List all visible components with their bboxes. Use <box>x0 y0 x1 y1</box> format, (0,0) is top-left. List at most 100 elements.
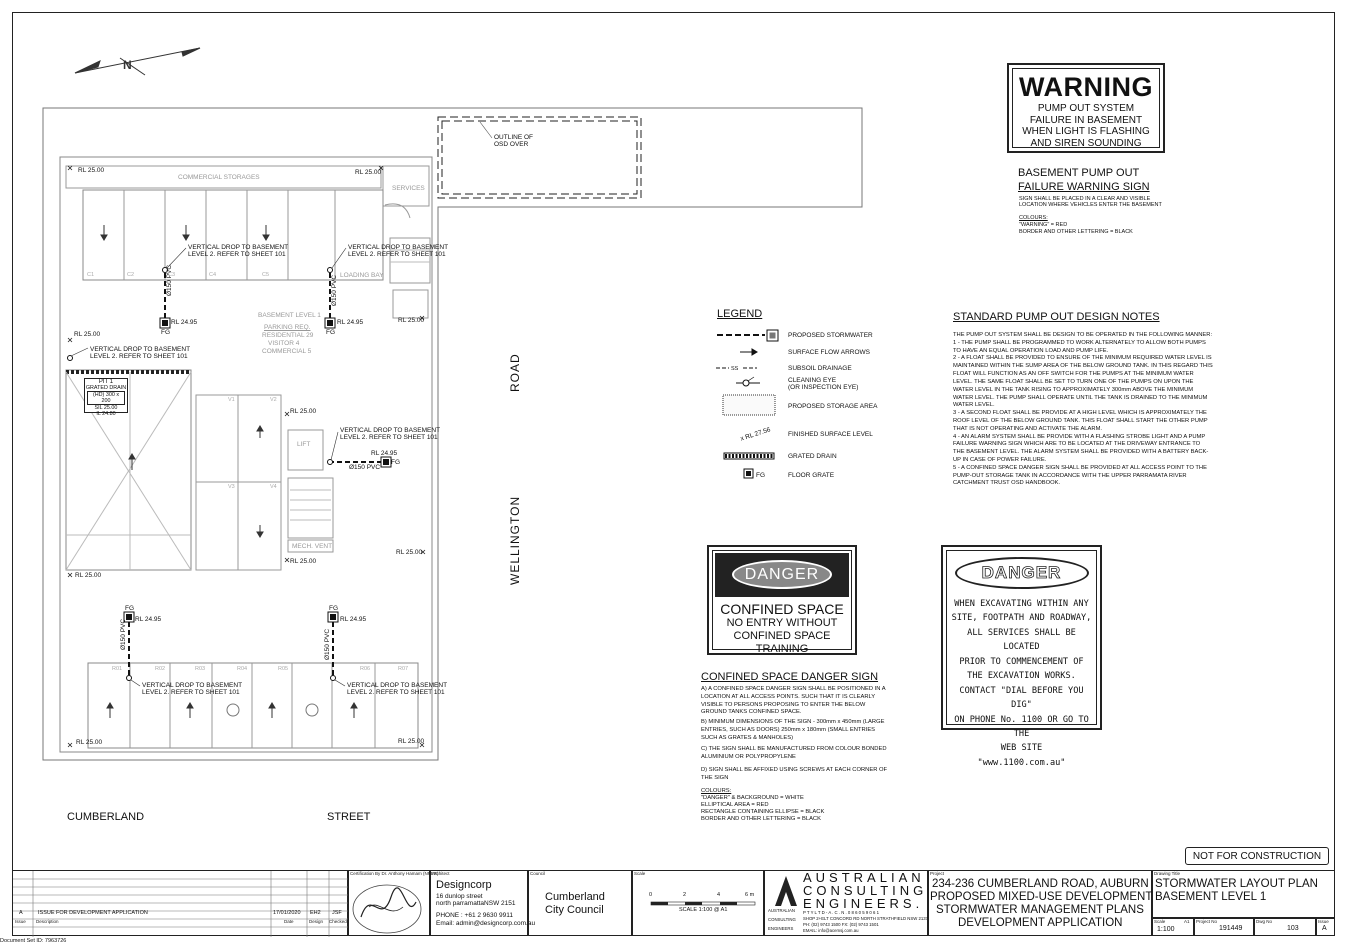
vertical-drop-note: VERTICAL DROP TO BASEMENT <box>142 682 243 689</box>
council-name: City Council <box>545 904 604 916</box>
legend-item: PROPOSED STORMWATER <box>788 332 873 339</box>
ace-side-label: AUSTRALIAN <box>768 908 795 913</box>
architect-address: 16 dunlop street <box>436 893 483 900</box>
danger-oval: DANGER <box>954 557 1089 589</box>
bay-label: R07 <box>398 666 409 672</box>
bay-label: V2 <box>270 397 277 403</box>
warning-colour: BORDER AND OTHER LETTERING = BLACK <box>1019 229 1133 235</box>
scale-value-cell <box>1152 918 1194 936</box>
vertical-drop-note: LEVEL 2. REFER TO SHEET 101 <box>347 689 445 696</box>
bay-label: R05 <box>278 666 289 672</box>
bay-label: C3 <box>168 272 176 278</box>
confined-colour: ELLIPTICAL AREA = RED <box>701 802 769 808</box>
rl-label: RL 25.00 <box>290 558 317 565</box>
rl-label: RL 25.00 <box>398 738 425 745</box>
confined-colour: BORDER AND OTHER LETTERING = BLACK <box>701 816 821 822</box>
lift-label: LIFT <box>297 441 311 448</box>
dwg-no-label: Dwg No <box>1256 919 1273 924</box>
issue-value: A <box>1322 925 1327 932</box>
fg-label: FG <box>391 459 401 466</box>
legend-item: GRATED DRAIN <box>788 453 837 460</box>
legend-ss-label: SS <box>731 366 739 372</box>
confined-title: CONFINED SPACE <box>720 601 844 617</box>
consultant-cell <box>764 870 928 936</box>
architect-label: Architect <box>432 871 450 876</box>
dig-line: THE EXCAVATION WORKS. <box>967 671 1076 682</box>
scale-bar-label: SCALE 1:100 @ A1 <box>679 907 728 913</box>
certification-cell <box>348 870 430 936</box>
project-no-cell <box>1194 918 1254 936</box>
svg-text:N: N <box>123 58 132 72</box>
dig-line: WHEN EXCAVATING WITHIN ANY <box>954 599 1089 609</box>
architect-name: Designcorp <box>436 879 492 891</box>
pipe-label: Ø150 PVC <box>331 274 338 306</box>
rl-label: RL 25.00 <box>290 408 317 415</box>
dial-before-you-dig-sign: DANGER WHEN EXCAVATING WITHIN ANY SITE, … <box>941 545 1102 768</box>
street-label: STREET <box>327 811 371 823</box>
fg-label: FG <box>161 329 171 336</box>
commercial-storage-label: COMMERCIAL STORAGES <box>178 174 260 181</box>
drawing-title-cell <box>1152 870 1335 918</box>
wellington-label: WELLINGTON <box>508 495 522 585</box>
bay-label: V4 <box>270 484 277 490</box>
legend-item: CLEANING EYE <box>788 377 837 384</box>
legend-symbols <box>716 329 779 479</box>
vertical-drop-note: LEVEL 2. REFER TO SHEET 101 <box>142 689 240 696</box>
project-cell <box>928 870 1152 936</box>
ace-phone: PH: (02) 9743 1500 FX: (02) 9743 1501 <box>803 922 879 927</box>
confined-note-c: C) THE SIGN SHALL BE MANUFACTURED FROM C… <box>701 746 887 760</box>
parking-commercial: COMMERCIAL 5 <box>262 348 312 355</box>
rl-label: RL 25.00 <box>75 572 102 579</box>
vertical-drop-note: LEVEL 2. REFER TO SHEET 101 <box>90 353 188 360</box>
confined-note-b: B) MINIMUM DIMENSIONS OF THE SIGN - 300m… <box>701 719 885 741</box>
scale-cell <box>632 870 764 936</box>
pipe-label: Ø150 PVC <box>349 464 381 471</box>
project-no: 191449 <box>1219 925 1243 932</box>
vertical-drop-note: LEVEL 2. REFER TO SHEET 101 <box>348 251 446 258</box>
council-cell <box>528 870 632 936</box>
bay-label: R06 <box>360 666 371 672</box>
pit-1-size: (HD) 300 x 200 <box>87 391 125 405</box>
project-description: STORMWATER MANAGEMENT PLANS <box>936 904 1144 916</box>
bay-label: R04 <box>237 666 248 672</box>
services-label: SERVICES <box>392 185 425 192</box>
pit-1-il: IL 24.80 <box>96 411 116 417</box>
pump-notes-heading: STANDARD PUMP OUT DESIGN NOTES <box>953 311 1160 323</box>
vertical-drop-note: VERTICAL DROP TO BASEMENT <box>90 346 191 353</box>
basement-level-label: BASEMENT LEVEL 1 <box>258 312 321 319</box>
vertical-drop-note: LEVEL 2. REFER TO SHEET 101 <box>188 251 286 258</box>
scale-bar-icon <box>650 901 756 906</box>
hdr-design: Design <box>309 919 324 924</box>
rl-label: RL 25.00 <box>355 169 382 176</box>
fg-label: FG <box>125 605 135 612</box>
dig-line: ALL SERVICES SHALL BE LOCATED <box>967 627 1076 653</box>
warning-heading: FAILURE WARNING SIGN <box>1018 181 1150 193</box>
parking-residential: RESIDENTIAL 29 <box>262 332 314 339</box>
fg-label: FG <box>329 605 339 612</box>
dwg-no: 103 <box>1287 925 1299 932</box>
vertical-drop-note: VERTICAL DROP TO BASEMENT <box>188 244 289 251</box>
ace-side-label: CONSULTING <box>768 917 796 922</box>
bay-label: C2 <box>127 272 135 278</box>
drawing-title-label: Drawing Title <box>1154 871 1181 876</box>
legend-item: FINISHED SURFACE LEVEL <box>788 431 873 438</box>
architect-phone: PHONE : +61 2 9630 9911 <box>436 912 514 919</box>
legend-title: LEGEND <box>717 308 763 320</box>
confined-colour: RECTANGLE CONTAINING ELLIPSE = BLACK <box>701 809 825 815</box>
vertical-drop-note: VERTICAL DROP TO BASEMENT <box>340 427 441 434</box>
ace-address: SHOP 2+ELT CONCORD RD NORTH STRATHFIELD … <box>803 916 929 921</box>
ace-name: CONSULTING <box>803 883 928 898</box>
danger-header: DANGER <box>715 553 849 597</box>
rl-pit-label: RL 24.95 <box>337 319 364 326</box>
vertical-drop-note: VERTICAL DROP TO BASEMENT <box>348 244 449 251</box>
architect-email: Email: admin@designcorp.com.au <box>436 920 536 927</box>
rev-design: EH2 <box>310 910 321 916</box>
ace-name: ENGINEERS. <box>803 896 924 911</box>
bay-label: R02 <box>155 666 166 672</box>
confined-line: CONFINED SPACE <box>733 630 831 643</box>
bay-label: R03 <box>195 666 206 672</box>
scale-value-label: Scale <box>1154 919 1166 924</box>
rl-pit-label: RL 24.95 <box>340 616 367 623</box>
pit-1-title: PIT 1 <box>98 379 114 385</box>
